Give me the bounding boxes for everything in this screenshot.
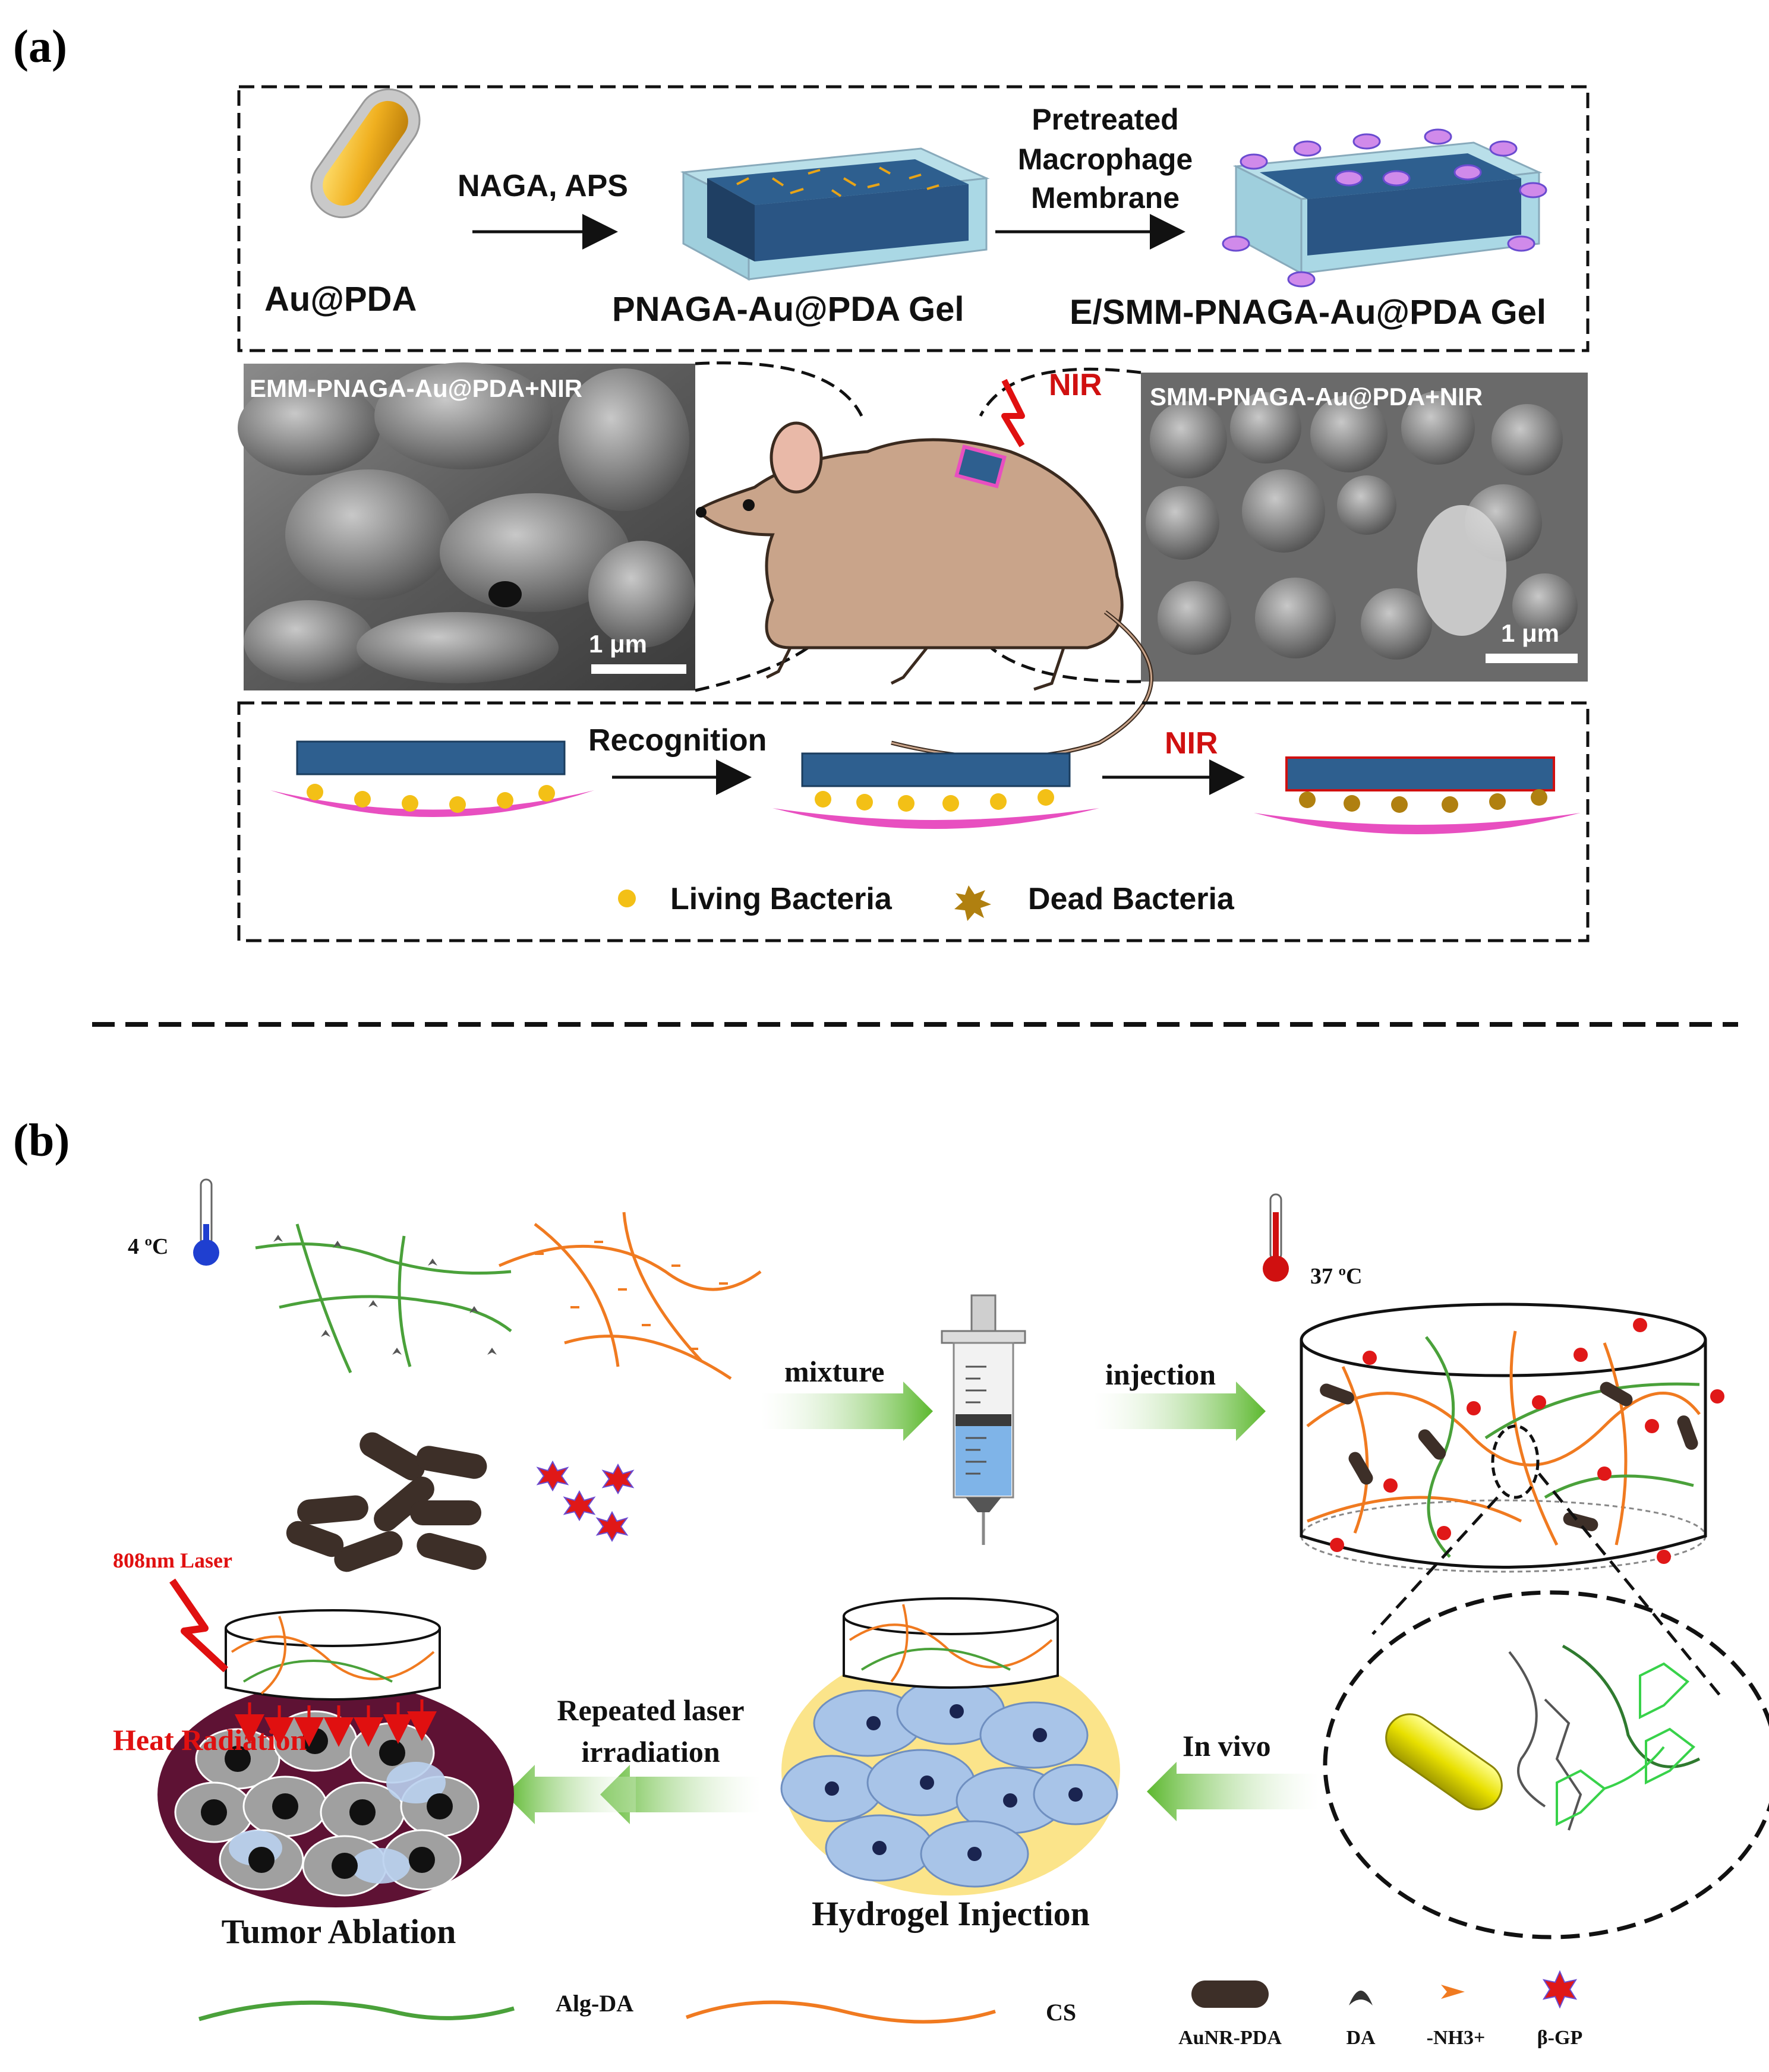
dead-bacteria-icon	[954, 885, 991, 921]
nh3-groups-decoration	[535, 1241, 728, 1350]
hydrogel-injection-illustration	[780, 1597, 1120, 1896]
laser-label: 808nm Laser	[113, 1549, 232, 1572]
recognition-label: Recognition	[588, 723, 767, 758]
legend-nh3-icon	[1441, 1985, 1465, 1999]
sem-image-left	[238, 362, 695, 690]
step2-line2: Macrophage	[1018, 143, 1193, 176]
mouse-illustration	[696, 421, 1154, 760]
callout-left-top	[695, 361, 863, 417]
step1-label: NAGA, APS	[458, 169, 628, 203]
nir-lightning-icon	[1001, 379, 1025, 447]
repeated-arrow-left	[505, 1765, 636, 1824]
au-pda-rod-icon	[310, 88, 421, 219]
dead-bacteria-label: Dead Bacteria	[1028, 882, 1235, 916]
repeated-arrow-right	[600, 1765, 761, 1824]
syringe-icon	[941, 1294, 1026, 1545]
legend-cs-line	[685, 2000, 996, 2024]
bacteria-stage-2	[772, 752, 1099, 829]
nir-step-label: NIR	[1165, 726, 1218, 761]
sem-left-title: EMM-PNAGA-Au@PDA+NIR	[250, 374, 582, 402]
legend-alg-da-label: Alg-DA	[556, 1990, 633, 2017]
mixture-arrow	[761, 1382, 933, 1441]
bacteria-stage-1	[270, 740, 594, 817]
living-bacteria-icon	[618, 890, 636, 907]
da-groups-decoration	[273, 1235, 497, 1355]
temp-cold-label: 4 ºC	[128, 1234, 169, 1259]
mixture-label: mixture	[784, 1355, 884, 1388]
aunr-pda-rods	[286, 1432, 487, 1572]
bacteria-stage-3	[1254, 756, 1581, 834]
temp-warm-label: 37 ºC	[1310, 1264, 1363, 1289]
in-vivo-label: In vivo	[1183, 1729, 1271, 1762]
cs-fibers	[498, 1212, 762, 1380]
membrane-gel-block-icon	[1232, 141, 1543, 275]
callout-right-top	[979, 367, 1142, 417]
cold-thermometer-icon	[193, 1178, 219, 1266]
tumor-ablation-illustration	[157, 1609, 514, 1907]
sem-left-scale-label: 1 μm	[589, 630, 647, 658]
product-label: E/SMM-PNAGA-Au@PDA Gel	[1070, 293, 1546, 332]
callout-left-bottom	[695, 617, 840, 692]
laser-lightning-icon	[169, 1578, 229, 1673]
alg-da-fibers	[255, 1223, 512, 1374]
repeated-line1: Repeated laser	[557, 1693, 744, 1727]
in-vivo-arrow	[1147, 1762, 1319, 1821]
legend-bgp-icon	[1542, 1970, 1578, 2009]
sem-image-right	[1141, 373, 1588, 682]
pnaga-gel-block-icon	[680, 147, 990, 281]
injection-arrow	[1093, 1382, 1266, 1441]
legend-aunr-icon	[1191, 1980, 1269, 2008]
step2-line3: Membrane	[1031, 181, 1180, 215]
step2-line1: Pretreated	[1032, 103, 1178, 136]
legend-cs-label: CS	[1046, 1999, 1076, 2026]
legend-da-label: DA	[1346, 2027, 1376, 2049]
sem-right-scale-bar	[1486, 654, 1578, 663]
hydrogel-cylinder	[1300, 1303, 1724, 1573]
repeated-line2: irradiation	[581, 1735, 720, 1768]
injection-label: injection	[1105, 1358, 1216, 1391]
panel-b-letter: (b)	[13, 1114, 70, 1166]
legend-bgp-label: β-GP	[1537, 2027, 1582, 2049]
gel-rods-decoration	[736, 166, 939, 197]
au-pda-label: Au@PDA	[264, 280, 417, 318]
panel-a-bottom-frame	[237, 701, 1590, 942]
gel-label: PNAGA-Au@PDA Gel	[612, 290, 964, 329]
zoom-line-right	[1538, 1472, 1724, 1701]
membrane-proteins-decoration	[1222, 128, 1547, 288]
zoom-detail-circle	[1323, 1590, 1769, 1939]
mouse-nir-label: NIR	[1049, 368, 1102, 402]
warm-thermometer-icon	[1263, 1193, 1289, 1282]
panel-a-top-frame	[237, 85, 1590, 352]
sem-left-scale-bar	[591, 664, 686, 674]
legend-nh3-label: -NH3+	[1427, 2027, 1486, 2049]
sem-right-title: SMM-PNAGA-Au@PDA+NIR	[1150, 383, 1483, 411]
tumor-ablation-label: Tumor Ablation	[222, 1912, 456, 1951]
zoom-line-left	[1371, 1496, 1499, 1635]
heat-radiation-label: Heat Radiation	[113, 1723, 307, 1756]
living-bacteria-label: Living Bacteria	[670, 882, 893, 916]
sem-right-scale-label: 1 μm	[1501, 619, 1559, 647]
hydrogel-label: Hydrogel Injection	[812, 1894, 1090, 1933]
legend-alg-da-line	[198, 2000, 515, 2021]
legend-da-icon	[1349, 1991, 1373, 2005]
panel-a-letter: (a)	[13, 20, 67, 72]
legend-aunr-label: AuNR-PDA	[1178, 2027, 1282, 2049]
beta-gp-stars	[536, 1460, 635, 1543]
